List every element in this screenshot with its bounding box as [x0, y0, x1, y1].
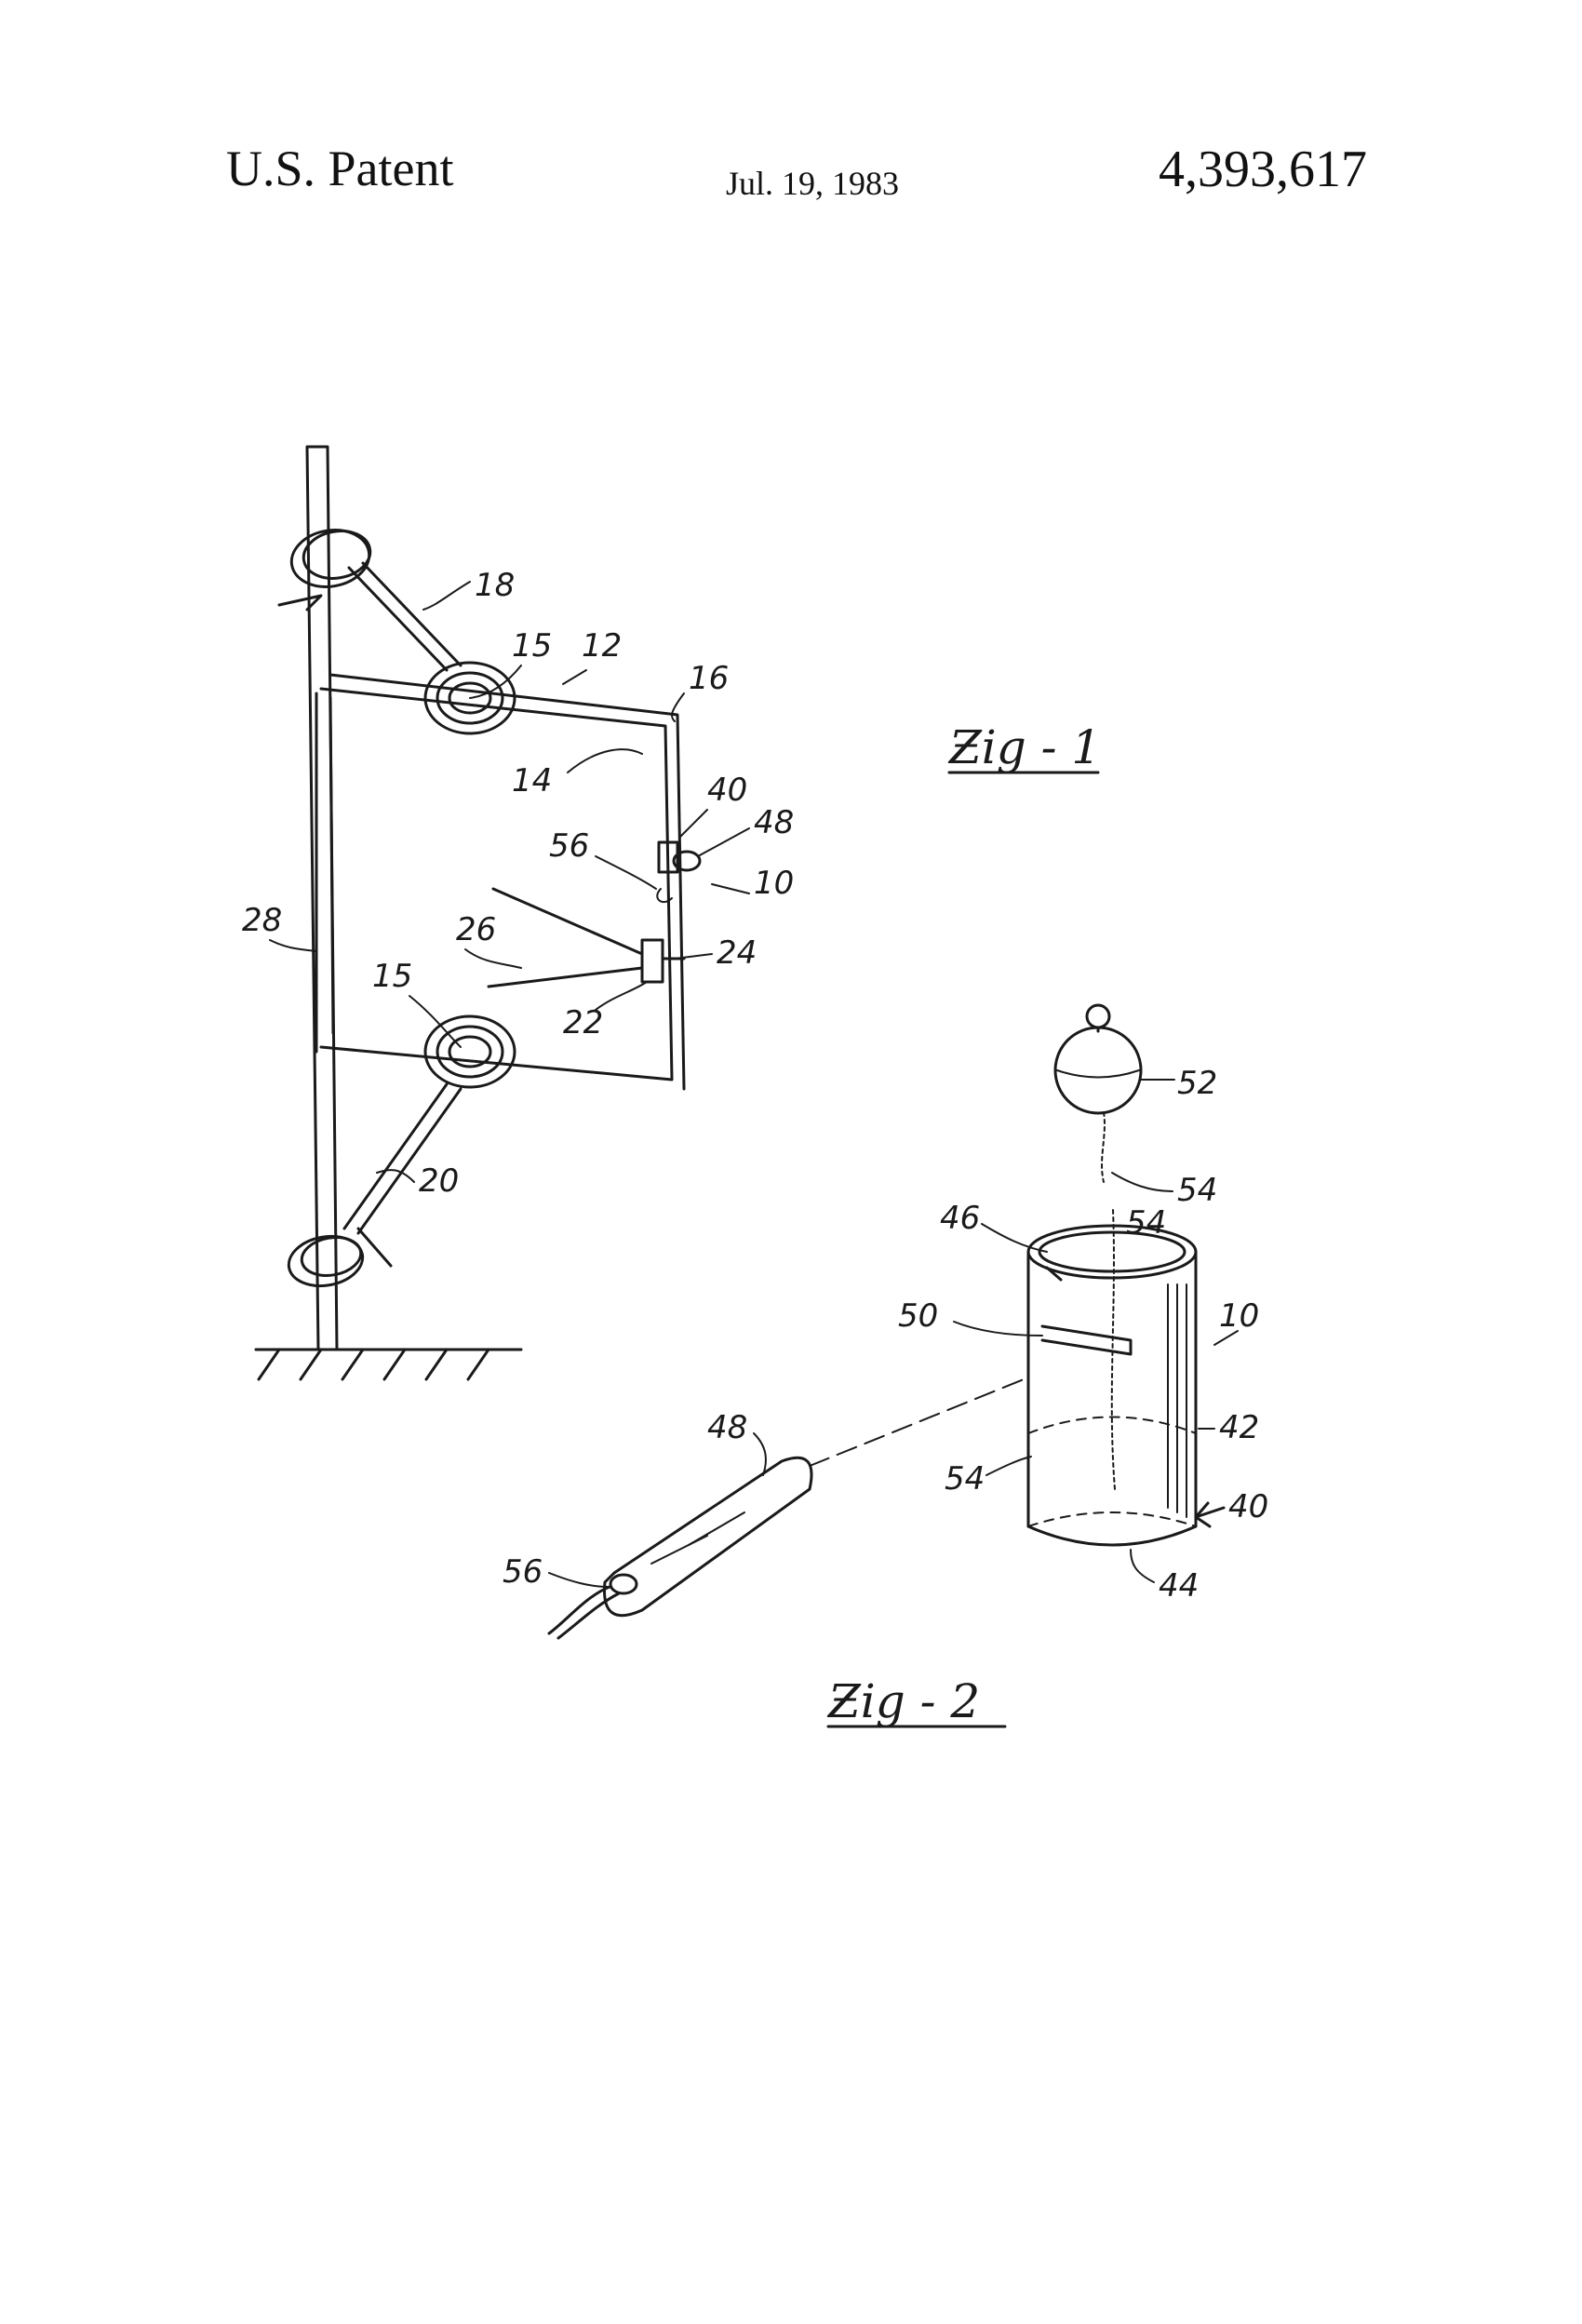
callout-14: 14: [512, 762, 552, 799]
float-ball: [1053, 1003, 1143, 1115]
callout-48: 48: [754, 804, 794, 841]
lower-frame-coil: [423, 1014, 516, 1089]
callout-15-upper: 15: [512, 627, 552, 665]
chain-upper: [1101, 1111, 1106, 1183]
callout-10: 10: [754, 865, 794, 902]
assembly-line: [809, 1377, 1029, 1467]
fig2-drawing: 52 54 46 54 50 10 48 42 54 40 56 44 Ƶig …: [503, 1003, 1268, 1728]
trap-frame: [315, 673, 686, 1091]
callout-42: 42: [1219, 1409, 1259, 1446]
upper-arm: [347, 561, 463, 672]
callout-26: 26: [456, 911, 496, 948]
fig1-drawing: 18 15 12 16 14 40 56 48 10 26 24 28 15 2…: [242, 445, 1101, 1381]
callout-50: 50: [898, 1297, 938, 1335]
callout-22: 22: [563, 1004, 603, 1041]
trigger-assembly: [487, 887, 686, 988]
callout-48-fig2: 48: [707, 1409, 747, 1446]
tube: [1026, 1224, 1198, 1547]
ground-line: [254, 1348, 523, 1381]
callout-40: 40: [707, 772, 747, 809]
callout-16: 16: [689, 660, 729, 697]
callout-46: 46: [940, 1200, 980, 1237]
patent-date: Jul. 19, 1983: [726, 165, 900, 202]
upper-post-coil: [277, 529, 372, 611]
lower-post-coil: [287, 1234, 365, 1288]
callout-54-upper: 54: [1177, 1172, 1217, 1209]
callout-20: 20: [419, 1162, 459, 1200]
callout-24: 24: [717, 934, 757, 972]
callout-18: 18: [475, 567, 515, 604]
patent-number: 4,393,617: [1159, 141, 1367, 198]
callout-56-fig2: 56: [503, 1553, 543, 1591]
callout-10-fig2: 10: [1219, 1297, 1259, 1335]
callout-12: 12: [582, 627, 622, 665]
lower-arm: [342, 1082, 463, 1268]
chain-inside: [1110, 1209, 1116, 1490]
callout-44: 44: [1159, 1567, 1199, 1605]
fig1-label: Ƶig - 1: [947, 720, 1101, 774]
callout-15-lower: 15: [372, 958, 412, 995]
frame-tag: [656, 840, 702, 904]
patent-header-title: U.S. Patent: [226, 141, 454, 196]
callout-52: 52: [1177, 1065, 1217, 1102]
tag: [547, 1456, 813, 1640]
callout-40-fig2: 40: [1228, 1488, 1268, 1525]
upper-frame-coil: [423, 661, 516, 735]
fig2-label: Ƶig - 2: [826, 1674, 980, 1728]
callout-54-mid: 54: [1126, 1204, 1166, 1242]
callout-54-lower: 54: [945, 1460, 985, 1498]
callout-56: 56: [549, 827, 589, 865]
callout-28: 28: [242, 902, 282, 939]
